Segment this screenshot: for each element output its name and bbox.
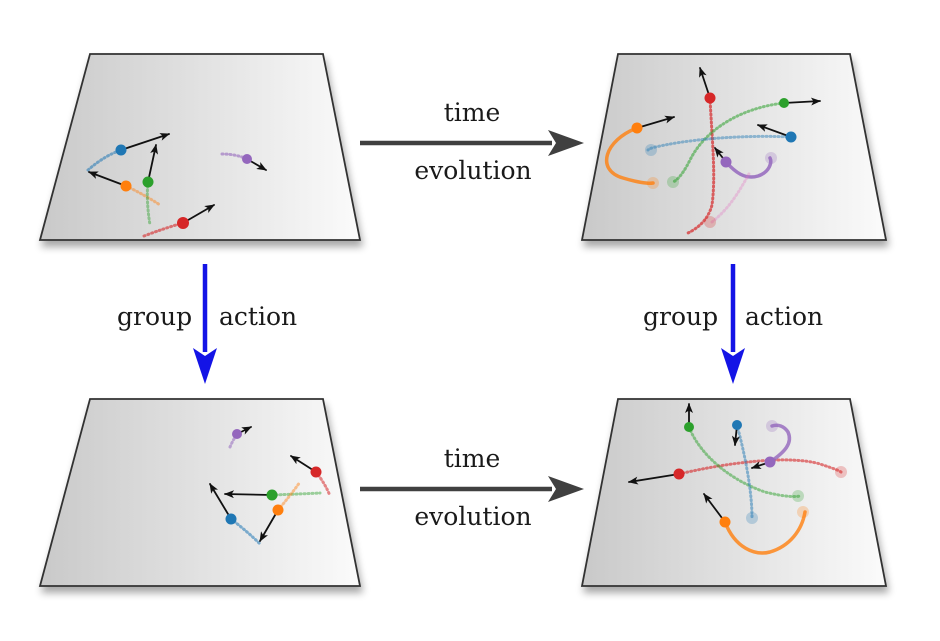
red-particle — [673, 468, 685, 480]
pink-trajectory — [710, 170, 752, 224]
green-particle — [266, 489, 278, 501]
blue-particle — [115, 144, 127, 156]
action-label-right: action — [745, 302, 824, 331]
faded-point — [766, 420, 778, 432]
blue-particle — [225, 513, 237, 525]
purple-trajectory — [768, 423, 792, 464]
time-evolution-arrow-bottom — [360, 476, 584, 502]
bottom-right-particles — [628, 403, 847, 555]
panel-top-left — [38, 53, 362, 241]
top-right-particles — [604, 67, 821, 235]
group-action-arrow-right — [721, 264, 745, 384]
green-particle — [684, 422, 694, 432]
blue-particle — [732, 420, 742, 430]
orange-velocity-arrow — [259, 509, 279, 542]
faded-point — [645, 144, 657, 156]
purple-trajectory — [724, 156, 773, 179]
faded-point — [765, 152, 777, 164]
time-label-top: time — [443, 98, 501, 127]
orange-trajectory — [723, 510, 807, 555]
orange-particle — [631, 122, 643, 134]
green-trajectory — [671, 101, 786, 184]
green-particle — [779, 98, 789, 108]
red-velocity-arrow — [628, 473, 680, 485]
faded-point — [835, 466, 847, 478]
group-label-right: group — [643, 302, 719, 331]
blue-velocity-arrow — [757, 124, 792, 138]
green-velocity-arrow — [224, 490, 273, 499]
orange-particle — [120, 180, 132, 192]
orange-velocity-arrow — [88, 171, 127, 187]
faded-point — [797, 506, 809, 518]
panel-bottom-right — [580, 398, 888, 587]
green-trajectory — [687, 425, 802, 498]
red-particle — [704, 92, 716, 104]
green-particle — [142, 176, 154, 188]
purple-particle — [764, 456, 776, 468]
panel-bottom-left — [38, 398, 362, 587]
blue-velocity-arrow — [209, 483, 232, 520]
orange-trajectory — [604, 126, 655, 185]
orange-velocity-arrow — [703, 493, 726, 523]
action-label-left: action — [219, 302, 298, 331]
time-evolution-arrow-top — [360, 130, 584, 156]
blue-particle — [785, 131, 797, 143]
orange-velocity-arrow — [636, 115, 675, 129]
faded-point — [746, 512, 758, 524]
panel-top-right — [580, 53, 888, 241]
evolution-label-bottom: evolution — [414, 502, 532, 531]
group-action-arrow-left — [193, 264, 217, 384]
group-label-left: group — [117, 302, 193, 331]
top-left-particles — [86, 133, 267, 238]
purple-particle — [720, 156, 732, 168]
green-velocity-arrow — [147, 144, 159, 183]
red-particle — [177, 217, 189, 229]
red-particle — [310, 466, 322, 478]
orange-particle — [719, 516, 731, 528]
time-label-bottom: time — [443, 444, 501, 473]
green-velocity-arrow — [783, 97, 821, 106]
blue-velocity-arrow — [120, 133, 170, 151]
red-trajectory — [686, 96, 716, 235]
faded-point — [647, 177, 659, 189]
evolution-label-top: evolution — [414, 156, 532, 185]
faded-point — [704, 216, 716, 228]
bottom-left-particles — [209, 426, 332, 546]
orange-particle — [272, 504, 284, 516]
blue-trajectory — [735, 423, 754, 520]
blue-trajectory — [646, 134, 793, 152]
purple-particle — [232, 429, 242, 439]
purple-particle — [242, 154, 252, 164]
red-trail — [314, 470, 332, 498]
faded-point — [792, 490, 804, 502]
faded-point — [667, 176, 679, 188]
